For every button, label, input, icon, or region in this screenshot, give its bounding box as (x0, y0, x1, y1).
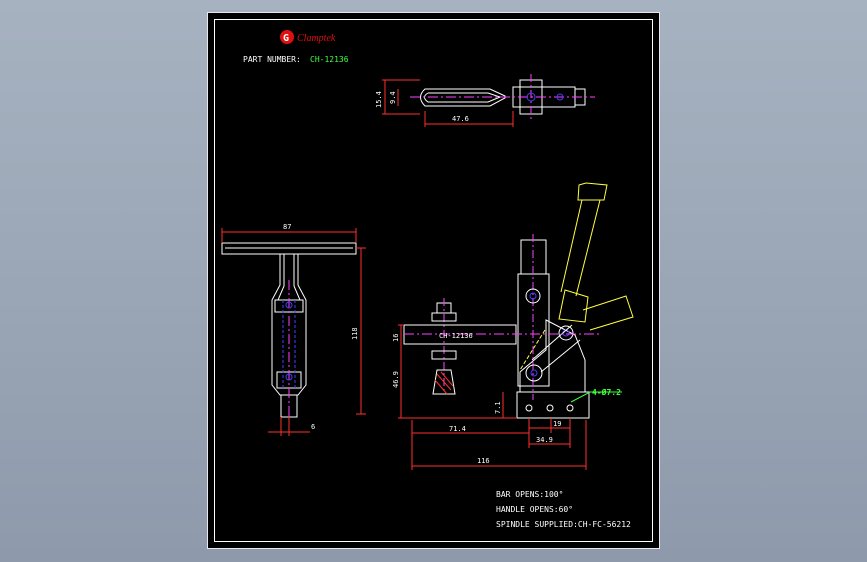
bar-part-label: CH-12136 (439, 332, 473, 340)
dim-15-4: 15.4 (375, 91, 383, 108)
logo-mark-icon (280, 30, 294, 44)
part-number-label: PART NUMBER: (243, 55, 301, 64)
dim-47-6: 47.6 (452, 115, 469, 123)
front-view (221, 228, 366, 436)
dim-116: 116 (477, 457, 490, 465)
note-spindle-supplied: SPINDLE SUPPLIED:CH-FC-56212 (496, 520, 631, 529)
note-bar-opens: BAR OPENS:100° (496, 490, 563, 499)
part-number-value: CH-12136 (310, 55, 349, 64)
dim-71-4: 71.4 (449, 425, 466, 433)
hole-callout: 4-Ø7.2 (592, 387, 621, 397)
dim-87: 87 (283, 223, 291, 231)
clamptek-logo: G Clamptek (280, 30, 336, 44)
dim-19: 19 (553, 420, 561, 428)
dim-16: 16 (392, 334, 400, 342)
logo-letter: G (283, 33, 289, 44)
dim-6: 6 (311, 423, 315, 431)
brand-name: Clamptek (297, 33, 336, 44)
dim-46-9: 46.9 (392, 371, 400, 388)
drawing-border (214, 19, 653, 542)
dim-118: 118 (351, 327, 359, 340)
dim-34-9: 34.9 (536, 436, 553, 444)
note-handle-opens: HANDLE OPENS:60° (496, 505, 573, 514)
side-view (398, 182, 634, 470)
dim-9-4: 9.4 (389, 91, 397, 104)
top-view (382, 74, 595, 127)
dim-7-1: 7.1 (494, 401, 502, 414)
